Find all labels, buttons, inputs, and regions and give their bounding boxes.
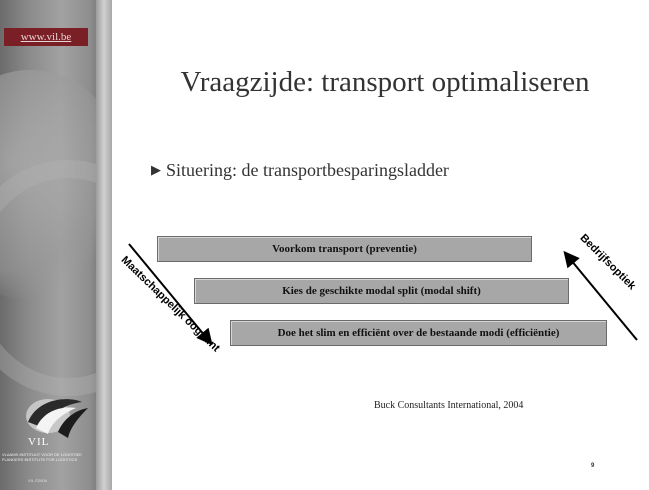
page-number: 9	[591, 463, 595, 469]
slide-title: Vraagzijde: transport optimaliseren	[180, 66, 590, 98]
website-link[interactable]: www.vil.be	[4, 28, 88, 46]
ladder-step-2: Kies de geschikte modal split (modal shi…	[194, 278, 569, 304]
left-arrow-label: Maatschappelijk oogpunt	[118, 254, 222, 355]
right-arrow-label: Bedrijfsoptiek	[577, 232, 638, 293]
institute-name: Vlaams Instituut voor de Logistiek Fland…	[2, 452, 82, 462]
bullet-triangle-icon: ▶	[151, 162, 161, 177]
logo-label: VIL	[28, 436, 50, 448]
bullet-text: Situering: de transportbesparingsladder	[166, 160, 449, 180]
ladder-step-1: Voorkom transport (preventie)	[157, 236, 532, 262]
bullet-point: ▶ Situering: de transportbesparingsladder	[151, 160, 449, 181]
sidebar: www.vil.be VIL Vlaams Instituut voor de …	[0, 0, 112, 490]
ladder-step-3: Doe het slim en efficiënt over de bestaa…	[230, 320, 607, 346]
copyright-footer: VIL ©2006	[28, 478, 47, 483]
source-credit: Buck Consultants International, 2004	[374, 400, 524, 411]
vil-logo-icon	[26, 399, 88, 438]
sidebar-edge	[96, 0, 112, 490]
